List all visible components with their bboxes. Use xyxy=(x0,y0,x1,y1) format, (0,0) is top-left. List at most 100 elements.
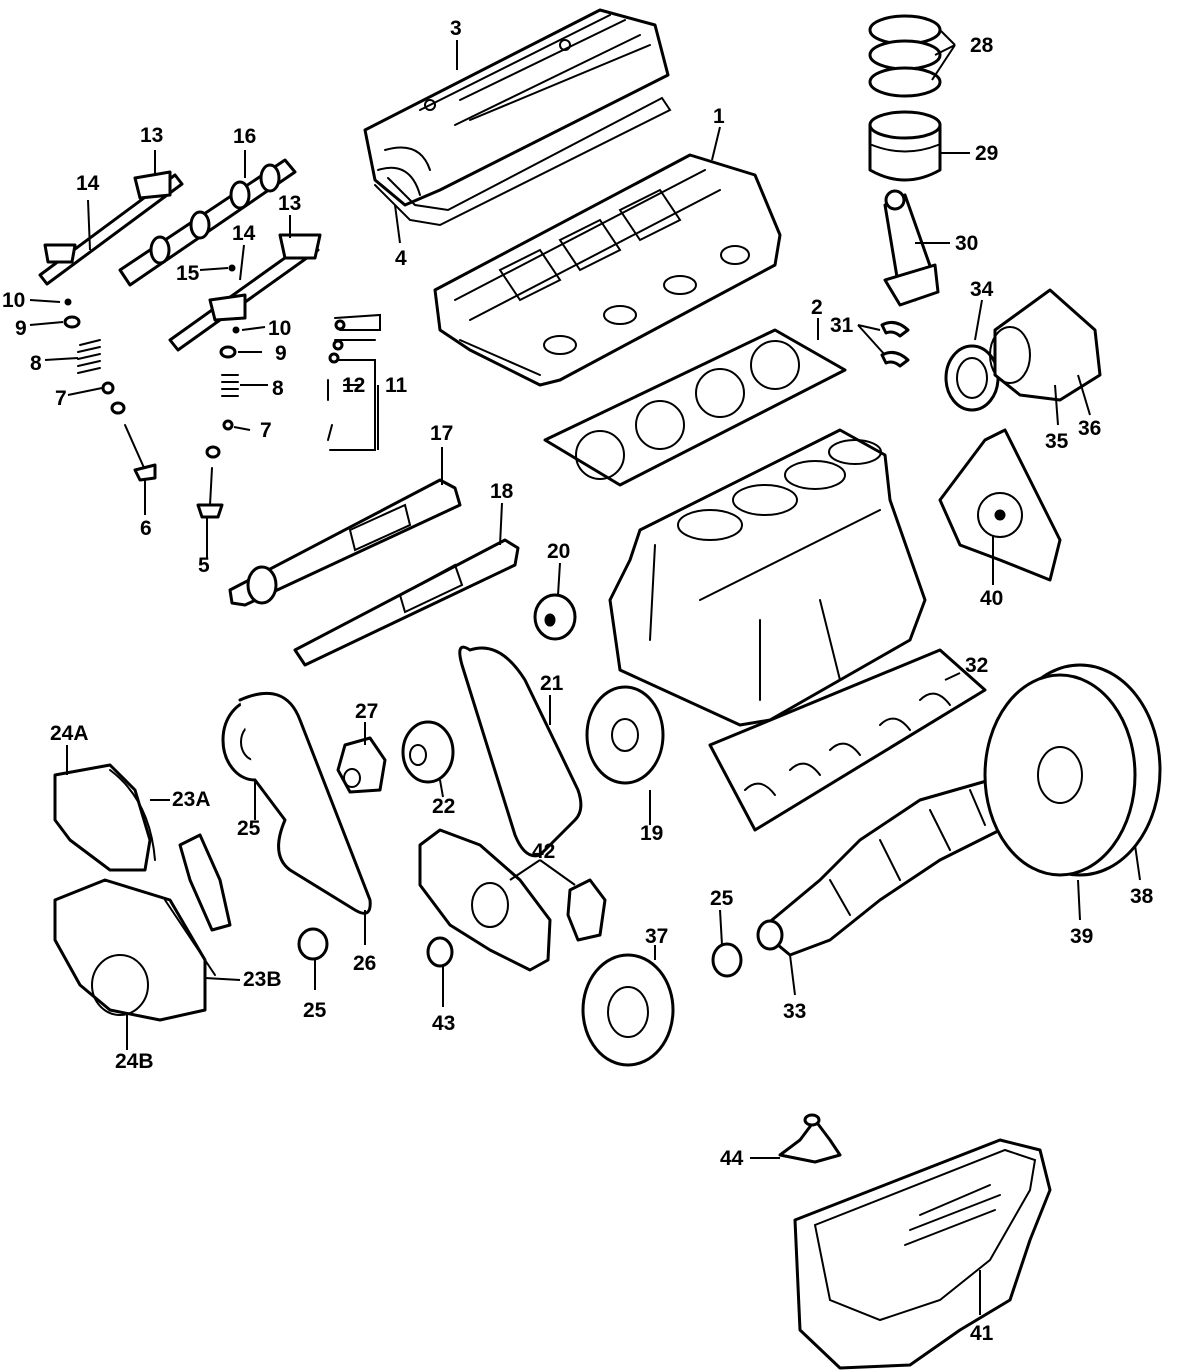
valve-left[interactable] xyxy=(124,424,157,482)
label-28: 28 xyxy=(970,34,994,57)
crankshaft[interactable] xyxy=(756,778,1012,957)
valve-spring-left[interactable] xyxy=(77,339,101,374)
label-12: 12 xyxy=(342,374,365,397)
balance-shaft-belt[interactable] xyxy=(458,645,583,858)
drive-plate[interactable] xyxy=(938,428,1062,582)
label-24a: 24A xyxy=(50,722,89,745)
label-43: 43 xyxy=(432,1012,455,1035)
upper-timing-cover[interactable] xyxy=(53,763,152,872)
label-27: 27 xyxy=(355,700,378,723)
flywheel[interactable] xyxy=(983,663,1162,877)
valve-seal-right[interactable] xyxy=(222,419,234,431)
rocker-shaft-left[interactable] xyxy=(38,170,184,286)
valve-cover[interactable] xyxy=(363,8,670,207)
crank-sprocket-25b[interactable] xyxy=(711,942,743,978)
rocker-bolt[interactable] xyxy=(228,264,236,272)
label-36: 36 xyxy=(1078,417,1101,440)
label-30: 30 xyxy=(955,232,978,255)
oil-pump-body[interactable] xyxy=(418,828,552,972)
label-4: 4 xyxy=(395,247,407,270)
label-14b: 14 xyxy=(232,222,256,245)
label-6: 6 xyxy=(140,517,152,540)
label-17: 17 xyxy=(430,422,453,445)
label-16: 16 xyxy=(233,125,256,148)
seal-retainer[interactable] xyxy=(989,288,1102,402)
label-19: 19 xyxy=(640,822,663,845)
timing-cover-bracket[interactable] xyxy=(178,833,232,932)
balance-shaft-18[interactable] xyxy=(293,538,520,667)
valve-cover-gasket[interactable] xyxy=(374,96,672,227)
connecting-rod[interactable] xyxy=(883,189,940,307)
label-26: 26 xyxy=(353,952,376,975)
callout-labels: 1 2 3 4 5 6 7 7 8 8 9 9 10 10 11 12 13 1… xyxy=(2,17,1154,1345)
main-bearings[interactable] xyxy=(708,648,987,832)
label-34: 34 xyxy=(970,278,994,301)
leader-lines xyxy=(29,29,1141,1315)
label-44: 44 xyxy=(720,1147,744,1170)
timing-belt[interactable] xyxy=(238,691,372,915)
piston[interactable] xyxy=(868,110,942,182)
idler-pulley-20[interactable] xyxy=(533,593,577,641)
head-gasket[interactable] xyxy=(543,328,847,487)
label-13a: 13 xyxy=(140,124,163,147)
rocker-shaft-right[interactable] xyxy=(168,233,322,352)
lash-adjusters[interactable] xyxy=(327,313,381,451)
cylinder-block[interactable] xyxy=(608,428,927,727)
balance-shaft-17[interactable] xyxy=(228,478,462,607)
label-7b: 7 xyxy=(260,419,272,442)
label-21: 21 xyxy=(540,672,564,695)
label-25b: 25 xyxy=(303,999,327,1022)
label-8a: 8 xyxy=(30,352,42,375)
cover-gasket-23a[interactable] xyxy=(109,769,156,861)
valve-right[interactable] xyxy=(196,467,224,519)
label-3: 3 xyxy=(450,17,462,40)
valve-retainer-right[interactable] xyxy=(219,345,237,359)
crank-sprocket-25[interactable] xyxy=(297,927,329,961)
label-13b: 13 xyxy=(278,192,301,215)
label-24b: 24B xyxy=(115,1050,154,1073)
valve-retainer-left[interactable] xyxy=(63,315,81,329)
label-31: 31 xyxy=(830,314,854,337)
oil-pump-cover[interactable] xyxy=(566,878,607,942)
balance-shaft-pulley[interactable] xyxy=(585,685,665,785)
label-37: 37 xyxy=(645,925,668,948)
piston-rings[interactable] xyxy=(868,14,942,98)
valve-guide-right[interactable] xyxy=(205,445,221,459)
label-29: 29 xyxy=(975,142,998,165)
label-25a: 25 xyxy=(237,817,261,840)
label-10a: 10 xyxy=(2,289,25,312)
oil-pan[interactable] xyxy=(793,1138,1052,1370)
label-14a: 14 xyxy=(76,172,100,195)
lower-timing-cover[interactable] xyxy=(53,878,207,1022)
label-22: 22 xyxy=(432,795,455,818)
valve-cotter-left[interactable] xyxy=(64,298,72,306)
label-11: 11 xyxy=(385,374,408,397)
cover-gasket-23b[interactable] xyxy=(164,899,216,976)
label-40: 40 xyxy=(980,587,1003,610)
crankshaft-pulley[interactable] xyxy=(581,953,675,1067)
label-7a: 7 xyxy=(55,387,67,410)
belt-tensioner-22[interactable] xyxy=(401,720,455,784)
label-23a: 23A xyxy=(172,788,211,811)
valve-guide-left[interactable] xyxy=(110,401,126,415)
label-39: 39 xyxy=(1070,925,1093,948)
label-41: 41 xyxy=(970,1322,994,1345)
oil-pump-seal[interactable] xyxy=(426,936,454,968)
valve-seal-left[interactable] xyxy=(101,381,115,395)
valve-cotter-right[interactable] xyxy=(232,326,240,334)
label-20: 20 xyxy=(547,540,570,563)
label-10b: 10 xyxy=(268,317,291,340)
rear-main-seal[interactable] xyxy=(944,344,1000,412)
label-18: 18 xyxy=(490,480,514,503)
cylinder-head[interactable] xyxy=(433,153,782,387)
label-2: 2 xyxy=(811,296,823,319)
tensioner-bracket[interactable] xyxy=(336,736,387,794)
valve-spring-right[interactable] xyxy=(221,374,239,397)
label-32: 32 xyxy=(965,654,988,677)
rod-bearings[interactable] xyxy=(880,320,910,368)
label-38: 38 xyxy=(1130,885,1154,908)
oil-drain-plug[interactable] xyxy=(778,1113,842,1164)
label-1: 1 xyxy=(713,105,725,128)
camshaft[interactable] xyxy=(118,158,297,287)
